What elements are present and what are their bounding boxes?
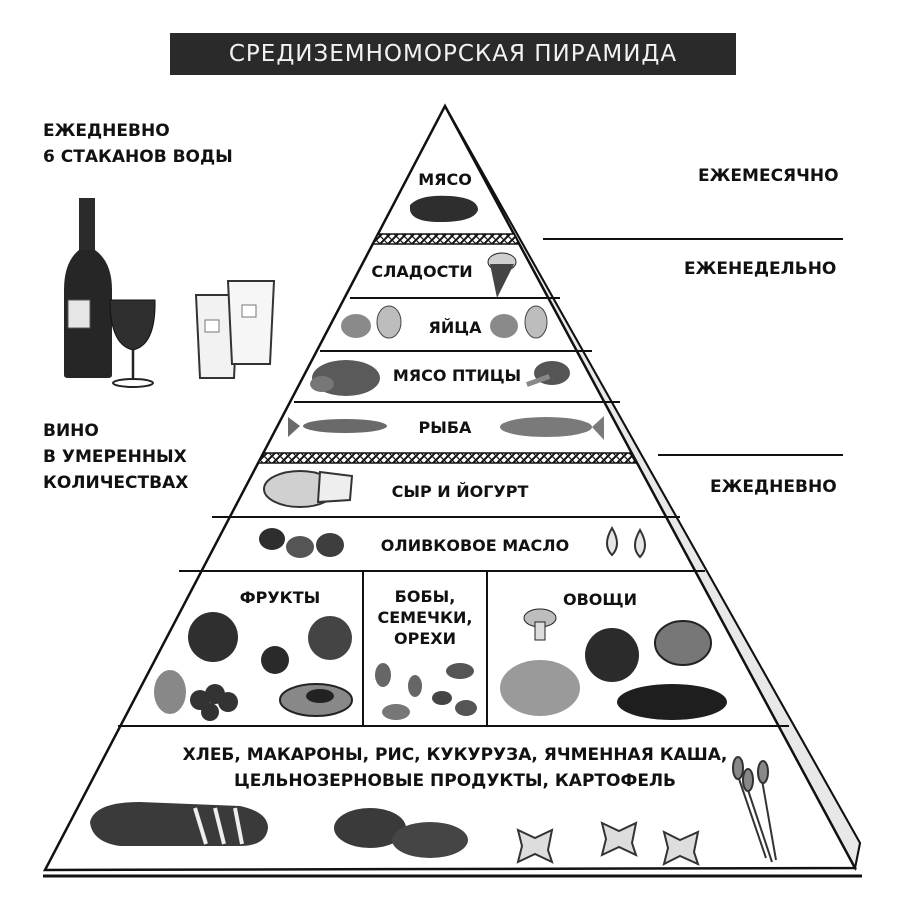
hatched-band-weekly: [256, 452, 638, 464]
hatched-band-monthly: [371, 233, 521, 245]
cheese-icon: [263, 470, 354, 508]
pasta-icon: [516, 821, 700, 866]
vegetables-icon: [500, 608, 727, 720]
level-eggs: ЯЙЦА: [428, 318, 482, 337]
wine-note-line2: В УМЕРЕННЫХ: [43, 447, 187, 467]
steak-icon: [410, 195, 478, 222]
frequency-weekly: ЕЖЕНЕДЕЛЬНО: [684, 259, 837, 279]
level-meat: МЯСО: [418, 170, 472, 189]
fruits-icon: [154, 612, 353, 721]
level-poultry: МЯСО ПТИЦЫ: [392, 366, 522, 385]
eggs-icon: [341, 305, 548, 339]
level-fruits: ФРУКТЫ: [239, 588, 321, 607]
level-grains: ХЛЕБ, МАКАРОНЫ, РИС, КУКУРУЗА, ЯЧМЕННАЯ …: [140, 742, 770, 794]
wine-note-line3: КОЛИЧЕСТВАХ: [43, 473, 189, 493]
bread-icon: [90, 802, 268, 846]
water-note-line1: ЕЖЕДНЕВНО: [43, 121, 170, 141]
water-glasses-icon: [194, 280, 276, 379]
water-note: ЕЖЕДНЕВНО 6 СТАКАНОВ ВОДЫ: [43, 118, 233, 170]
frequency-monthly: ЕЖЕМЕСЯЧНО: [698, 166, 839, 186]
wine-note: ВИНО В УМЕРЕННЫХ КОЛИЧЕСТВАХ: [43, 418, 188, 496]
level-beans-seeds-nuts: БОБЫ, СЕМЕЧКИ, ОРЕХИ: [366, 586, 484, 649]
roast-chicken-icon: [310, 360, 380, 396]
chicken-leg-icon: [526, 361, 570, 387]
level-vegetables: ОВОЩИ: [563, 590, 637, 609]
beans-line1: БОБЫ,: [394, 587, 456, 606]
grains-line2: ЦЕЛЬНОЗЕРНОВЫЕ ПРОДУКТЫ, КАРТОФЕЛЬ: [233, 771, 677, 791]
frequency-daily: ЕЖЕДНЕВНО: [710, 477, 837, 497]
beans-nuts-icon: [375, 663, 477, 720]
ice-cream-icon: [487, 252, 517, 298]
beans-line2: СЕМЕЧКИ,: [377, 608, 473, 627]
wheat-icon: [732, 756, 777, 863]
level-cheese-yogurt: СЫР И ЙОГУРТ: [391, 482, 529, 501]
oil-drops-icon: [606, 526, 646, 559]
pyramid-front-face: [42, 103, 858, 872]
beans-line3: ОРЕХИ: [394, 629, 456, 648]
level-sweets: СЛАДОСТИ: [371, 262, 473, 281]
level-olive-oil: ОЛИВКОВОЕ МАСЛО: [380, 536, 570, 555]
wine-bottle-icon: [64, 198, 112, 378]
level-fish: РЫБА: [418, 418, 472, 437]
water-note-line2: 6 СТАКАНОВ ВОДЫ: [43, 147, 233, 167]
page-title: СРЕДИЗЕМНОМОРСКАЯ ПИРАМИДА: [170, 33, 736, 75]
fish-icon: [288, 416, 604, 440]
wine-glass-icon: [109, 299, 156, 388]
wine-note-line1: ВИНО: [43, 421, 99, 441]
olives-icon: [259, 528, 344, 558]
potatoes-icon: [334, 808, 468, 858]
grains-line1: ХЛЕБ, МАКАРОНЫ, РИС, КУКУРУЗА, ЯЧМЕННАЯ …: [182, 745, 728, 765]
